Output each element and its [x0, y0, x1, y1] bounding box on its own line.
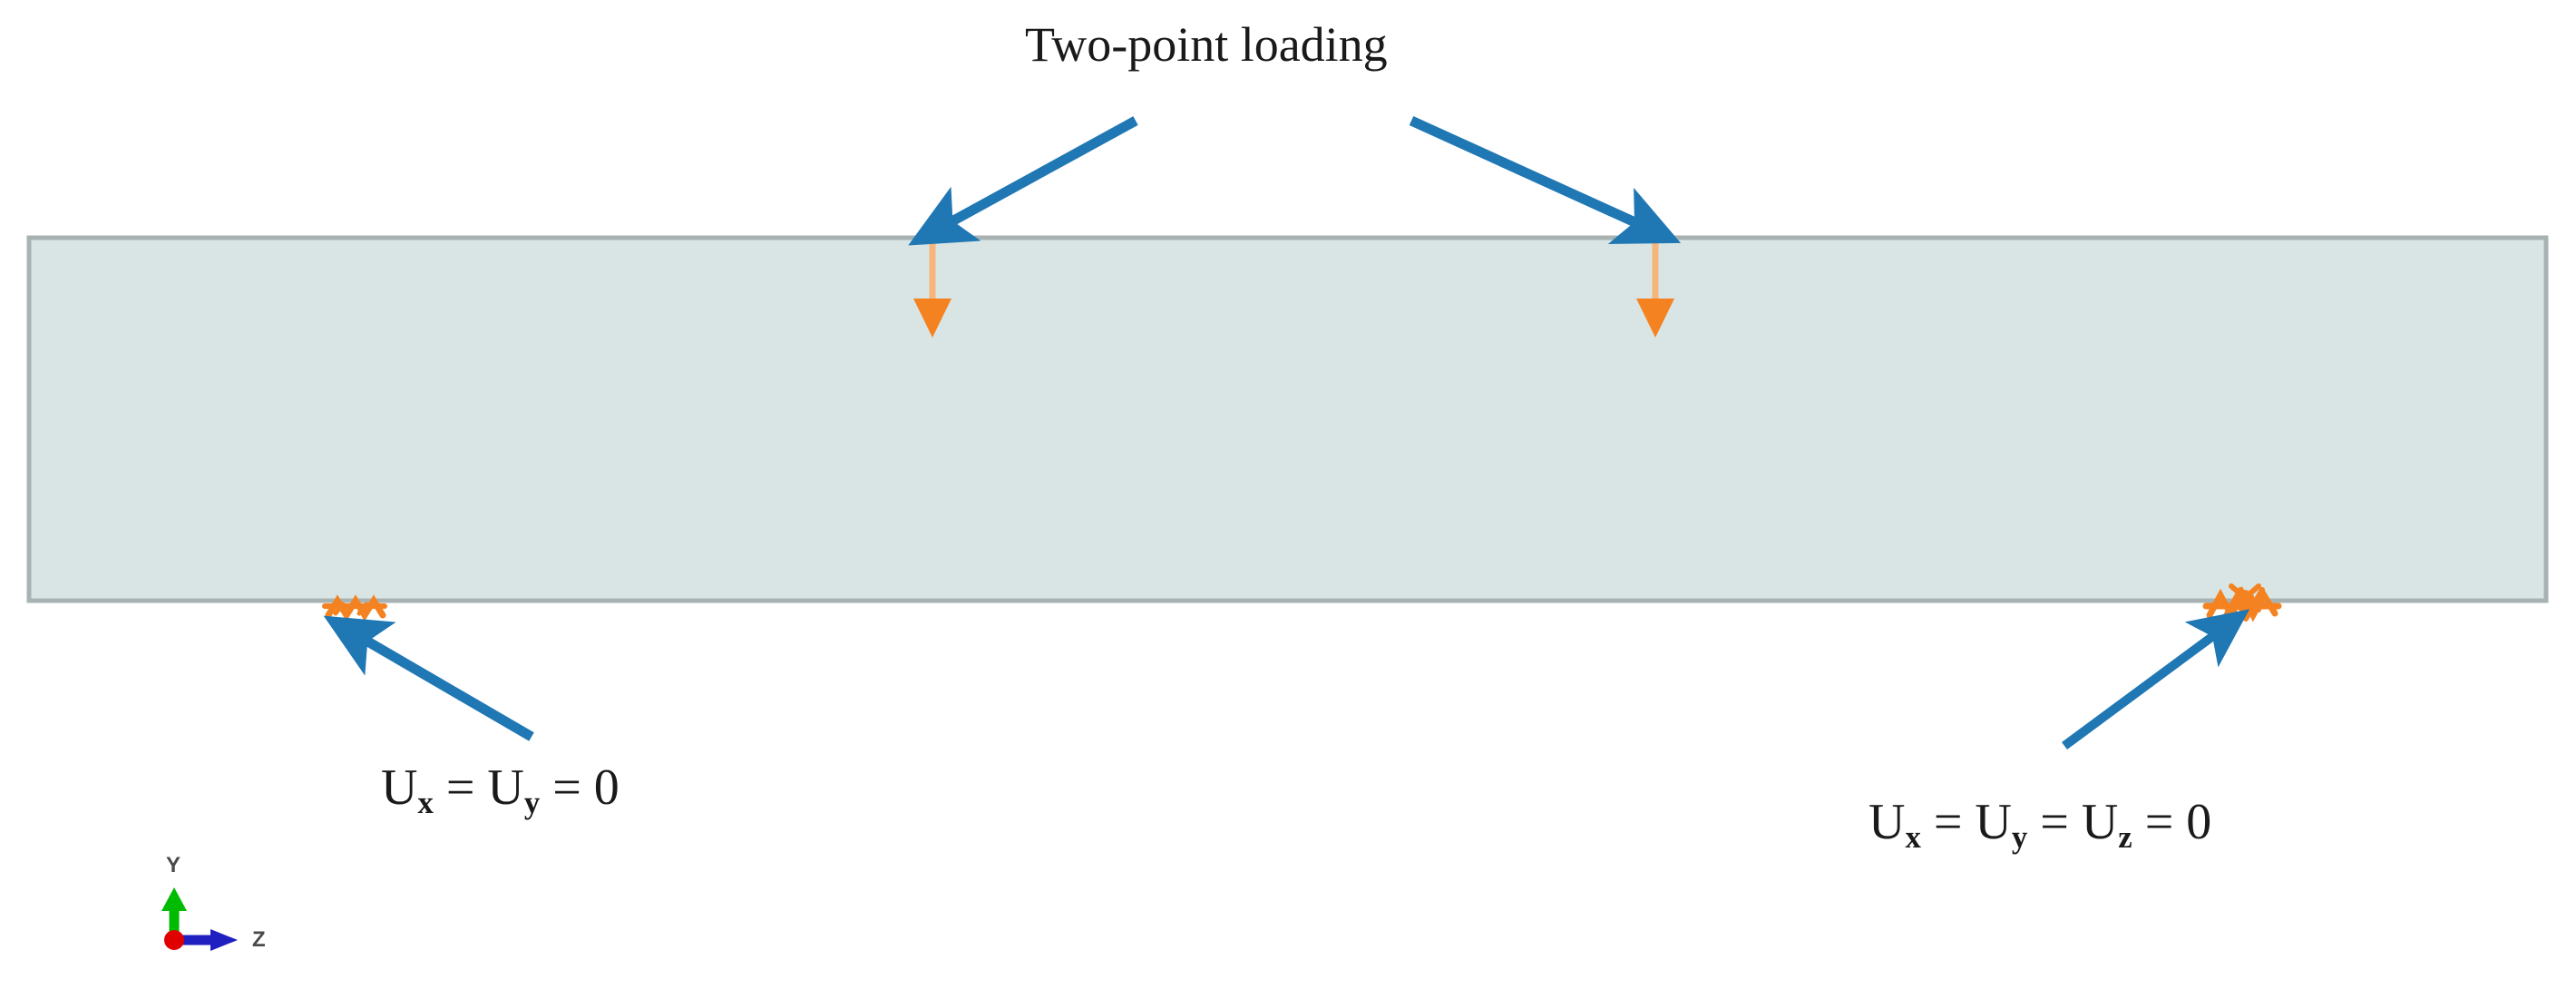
axis-z-label: Z — [252, 927, 266, 952]
axis-z-head — [210, 929, 238, 951]
axis-origin-dot — [164, 930, 184, 950]
bc-left-u1: U — [381, 759, 418, 816]
leader-arrow-load-left — [908, 116, 1138, 246]
axis-y-label: Y — [166, 853, 181, 877]
bc-right-sub2: y — [2011, 819, 2028, 856]
load-arrow-head-left — [913, 299, 951, 338]
loading-title-label: Two-point loading — [1025, 17, 1388, 72]
point-load-left — [913, 240, 951, 338]
axis-y-head — [161, 887, 187, 911]
support-right — [2202, 583, 2282, 622]
bc-left-u2: U — [487, 759, 524, 816]
bc-left-eq1: = — [433, 759, 488, 816]
bc-right-sub1: x — [1905, 819, 1921, 856]
leader-arrow-load-right — [1409, 115, 1682, 244]
point-load-right — [1636, 240, 1674, 338]
support-left — [322, 594, 387, 622]
beam-specimen — [26, 235, 2549, 603]
bc-right-u1: U — [1869, 794, 1906, 850]
bc-label-left: Ux = Uy = 0 — [381, 759, 620, 818]
bc-label-right: Ux = Uy = Uz = 0 — [1869, 794, 2212, 853]
bc-right-eq2: = — [2027, 794, 2082, 850]
bc-right-u2: U — [1975, 794, 2012, 850]
bc-right-eq1: = — [1920, 794, 1976, 850]
load-arrow-head-right — [1636, 299, 1674, 338]
leader-arrow-bc-right — [2062, 609, 2250, 750]
bc-right-sub3: z — [2118, 819, 2132, 856]
coordinate-triad — [161, 887, 238, 951]
bc-left-sub2: y — [523, 785, 541, 821]
bc-right-eq3: = 0 — [2132, 794, 2212, 850]
bc-left-eq2: = 0 — [540, 759, 620, 816]
bc-left-sub1: x — [417, 785, 434, 821]
bc-right-u3: U — [2081, 794, 2119, 850]
leader-arrow-bc-left — [323, 615, 534, 741]
